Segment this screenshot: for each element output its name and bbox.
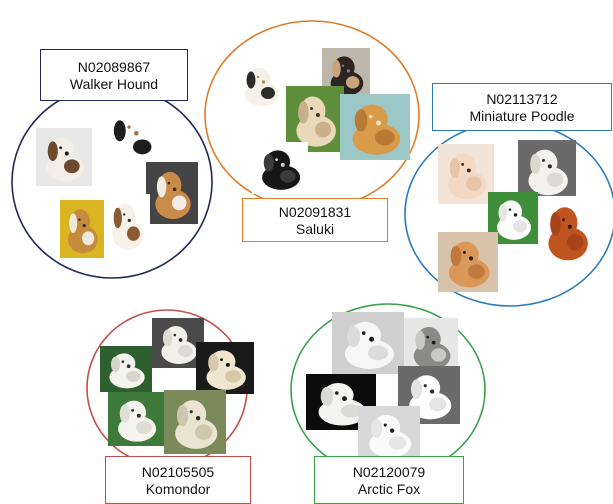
dog-photo-arctic-fox-snow-face — [358, 406, 420, 462]
synset-id: N02113712 — [486, 91, 558, 107]
dog-photo-arctic-fox-curled — [398, 366, 460, 424]
dog-photo-komondor-corded-face — [164, 390, 226, 454]
class-name: Arctic Fox — [357, 481, 421, 497]
dog-photo-beagle-puppy-lying — [36, 128, 92, 186]
cluster-N02120079 — [290, 303, 486, 477]
synset-id: N02120079 — [352, 464, 426, 480]
dog-photo-saluki-puppy-standing — [236, 60, 286, 110]
dog-photo-komondor-puppy-held — [108, 392, 164, 446]
dog-photo-hound-puppy-yellow-bg — [60, 200, 104, 258]
dog-photo-saluki-cream-head — [286, 86, 344, 152]
class-name: Saluki — [295, 221, 335, 237]
dog-photo-walker-hound-standing — [100, 106, 166, 168]
class-name: Walker Hound — [69, 76, 159, 92]
dog-photo-arctic-fox-white-standing — [332, 312, 404, 374]
dog-photo-beagle-puppy-sitting — [104, 194, 150, 254]
dog-photo-poodle-red-lying — [438, 232, 498, 292]
dog-photo-saluki-black-tan-sitting — [322, 48, 370, 100]
cluster-N02091831 — [204, 20, 420, 210]
dog-photo-saluki-golden-sitting — [340, 94, 410, 160]
synset-id: N02091831 — [278, 204, 352, 220]
dog-photo-arctic-fox-grey-coat — [404, 318, 458, 374]
class-name: Komondor — [145, 481, 211, 497]
dog-photo-beagle-head-closeup — [146, 162, 198, 224]
dog-photo-komondor-lying-white — [152, 318, 204, 368]
dog-photo-arctic-fox-on-black — [306, 374, 376, 430]
dog-photo-komondor-show-stance — [100, 346, 152, 392]
dog-photo-poodle-red-sitting — [538, 196, 596, 266]
dog-photo-saluki-black-running — [252, 142, 308, 194]
dog-photo-poodle-white-on-grass — [488, 192, 538, 244]
cluster-N02089867 — [11, 85, 213, 279]
synset-id: N02105505 — [141, 464, 215, 480]
dog-photo-poodle-white-face — [518, 140, 576, 200]
cluster-N02105505 — [86, 309, 254, 467]
dog-photo-komondor-corded-standing — [196, 342, 254, 394]
class-name: Miniature Poodle — [469, 108, 575, 124]
synset-id: N02089867 — [77, 59, 151, 75]
cluster-N02113712 — [404, 121, 613, 307]
dog-photo-poodle-apricot-face — [438, 144, 494, 204]
